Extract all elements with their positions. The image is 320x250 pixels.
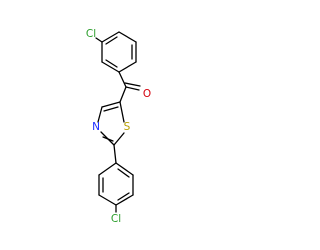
bond — [115, 162, 134, 176]
bond — [101, 31, 120, 43]
bond — [118, 61, 137, 73]
top-chlorophenyl-ring — [95, 31, 137, 73]
sulfur-atom: S — [124, 121, 131, 133]
bond — [98, 162, 117, 176]
bond — [115, 194, 134, 206]
bond-to-chlorine — [95, 37, 103, 43]
double-bond-inner — [105, 36, 118, 45]
bond — [113, 144, 117, 164]
bond — [97, 106, 103, 123]
double-bond-inner — [103, 106, 119, 112]
thiazole-ring — [97, 101, 125, 146]
double-bond-inner — [102, 136, 114, 142]
chlorine-atom-bottom: Cl — [111, 213, 121, 225]
oxygen-atom: O — [143, 88, 151, 100]
carbonyl-double-bond — [124, 82, 141, 87]
bottom-chlorophenyl-ring — [98, 144, 134, 213]
bond — [118, 31, 137, 43]
bond — [113, 132, 125, 146]
double-bond-inner — [117, 168, 130, 178]
double-bond-inner — [117, 192, 130, 201]
chlorine-atom-top: Cl — [86, 28, 96, 40]
bond — [118, 71, 127, 88]
bond — [101, 101, 121, 108]
carbonyl-bond — [125, 86, 140, 91]
double-bond-inner — [105, 59, 118, 68]
bond — [119, 101, 125, 123]
molecule-structure: Cl O S N Cl — [86, 28, 151, 225]
bond — [101, 61, 120, 73]
nitrogen-atom: N — [92, 121, 100, 133]
bond — [98, 194, 117, 206]
carbonyl-group — [118, 71, 141, 103]
bond — [119, 86, 127, 103]
